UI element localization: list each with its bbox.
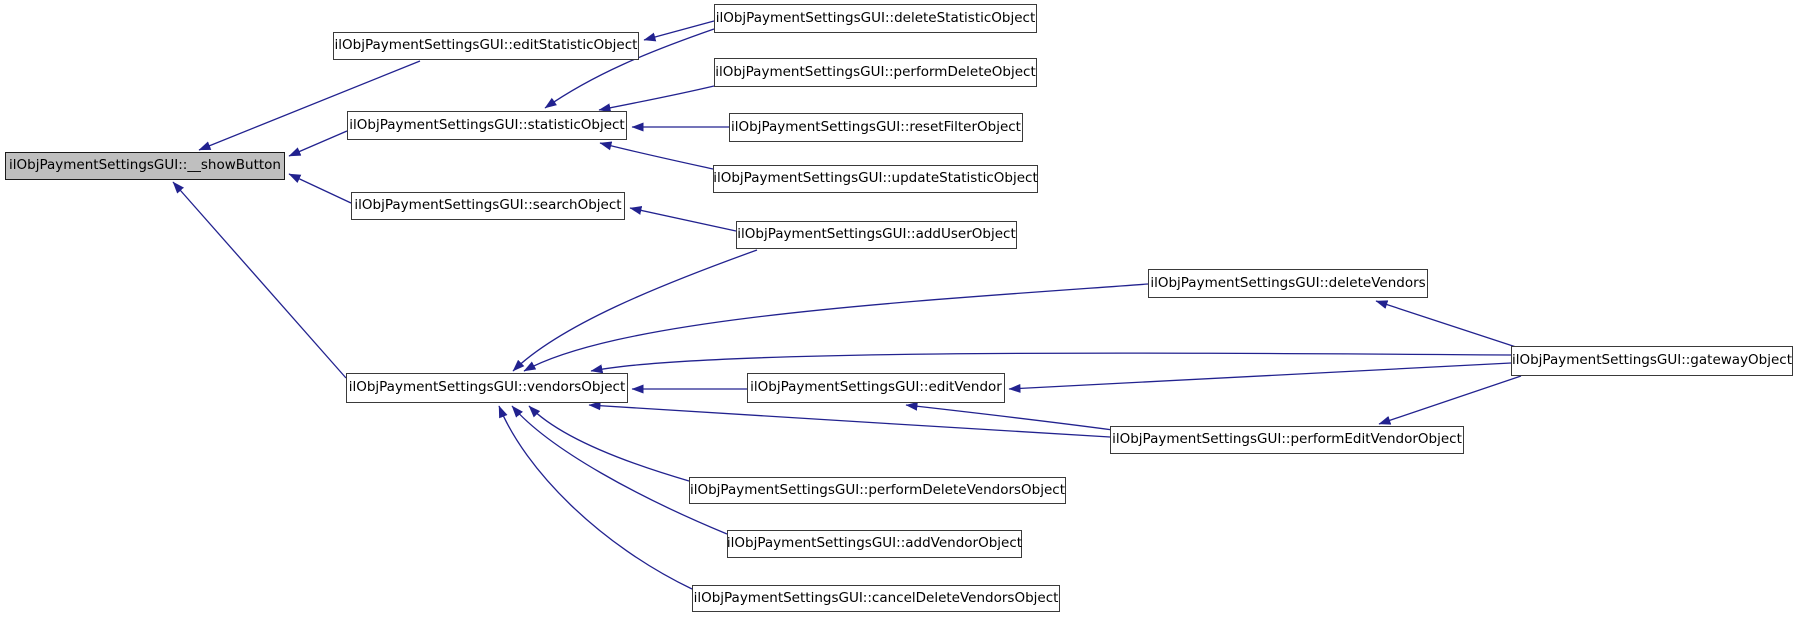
graph-edge-addUserObject-to-vendorsObject (512, 249, 758, 372)
graph-edge-gatewayObject-to-vendorsObject (590, 352, 1512, 374)
graph-node-performEditVendorObject[interactable]: ilObjPaymentSettingsGUI::performEditVend… (1110, 426, 1464, 454)
graph-node-editVendor[interactable]: ilObjPaymentSettingsGUI::editVendor (747, 373, 1005, 403)
graph-edge-vendorsObject-to-showButton (172, 181, 347, 379)
graph-node-gatewayObject[interactable]: ilObjPaymentSettingsGUI::gatewayObject (1511, 346, 1793, 376)
graph-node-searchObject[interactable]: ilObjPaymentSettingsGUI::searchObject (351, 192, 625, 220)
graph-node-statisticObject[interactable]: ilObjPaymentSettingsGUI::statisticObject (347, 111, 627, 140)
graph-edge-performEditVendorObject-to-editVendor (905, 401, 1114, 431)
graph-edge-gatewayObject-to-deleteVendors (1375, 300, 1517, 348)
graph-node-resetFilterObject[interactable]: ilObjPaymentSettingsGUI::resetFilterObje… (729, 113, 1023, 142)
graph-edge-updateStatisticObject-to-statisticObject (599, 141, 714, 170)
graph-edge-cancelDeleteVendorsObject-to-vendorsObject (498, 405, 693, 590)
graph-edge-addVendorObject-to-vendorsObject (511, 405, 728, 535)
edge-group (172, 20, 1522, 590)
graph-node-performDeleteVendorsObject[interactable]: ilObjPaymentSettingsGUI::performDeleteVe… (689, 477, 1066, 504)
graph-node-addVendorObject[interactable]: ilObjPaymentSettingsGUI::addVendorObject (727, 530, 1022, 558)
graph-node-updateStatisticObject[interactable]: ilObjPaymentSettingsGUI::updateStatistic… (713, 165, 1038, 193)
graph-node-deleteVendors[interactable]: ilObjPaymentSettingsGUI::deleteVendors (1148, 269, 1428, 298)
graph-node-vendorsObject[interactable]: ilObjPaymentSettingsGUI::vendorsObject (346, 373, 628, 403)
graph-edge-addUserObject-to-searchObject (629, 206, 737, 232)
graph-edge-deleteStatisticObject-to-statisticObject (544, 28, 715, 109)
graph-edge-editStatisticObject-to-showButton (198, 60, 421, 151)
graph-edge-deleteVendors-to-vendorsObject (523, 283, 1149, 372)
graph-edge-searchObject-to-showButton (288, 173, 352, 204)
graph-edge-deleteStatisticObject-to-editStatisticObject (643, 20, 715, 42)
graph-edge-gatewayObject-to-performEditVendorObject (1378, 375, 1522, 425)
graph-edge-performDeleteVendorsObject-to-vendorsObject (528, 405, 690, 482)
graph-node-performDeleteObject[interactable]: ilObjPaymentSettingsGUI::performDeleteOb… (714, 58, 1037, 87)
graph-edge-gatewayObject-to-editVendor (1008, 362, 1512, 393)
graph-edge-statisticObject-to-showButton (288, 130, 348, 157)
graph-edge-performDeleteObject-to-statisticObject (598, 85, 715, 113)
graph-node-showButton: ilObjPaymentSettingsGUI::__showButton (5, 152, 285, 180)
graph-node-addUserObject[interactable]: ilObjPaymentSettingsGUI::addUserObject (736, 221, 1017, 249)
graph-node-deleteStatisticObject[interactable]: ilObjPaymentSettingsGUI::deleteStatistic… (714, 4, 1037, 33)
graph-edge-performEditVendorObject-to-vendorsObject (588, 401, 1111, 438)
graph-node-cancelDeleteVendorsObject[interactable]: ilObjPaymentSettingsGUI::cancelDeleteVen… (692, 585, 1060, 612)
graph-node-editStatisticObject[interactable]: ilObjPaymentSettingsGUI::editStatisticOb… (333, 32, 639, 60)
